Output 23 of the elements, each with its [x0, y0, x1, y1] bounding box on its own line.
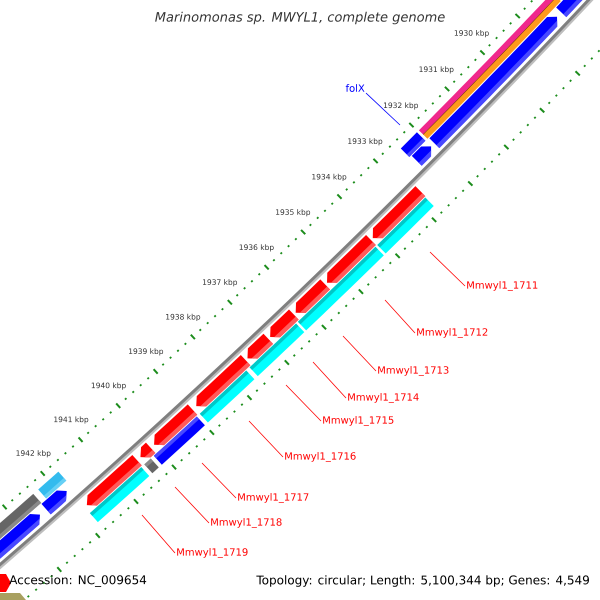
title: Marinomonas sp. MWYL1, complete genome — [155, 12, 445, 24]
gene-label: Mmwyl1_1712 — [417, 328, 488, 338]
leader-line — [202, 462, 236, 498]
gene-label: folX — [346, 84, 364, 92]
leader-line — [174, 486, 210, 524]
leader-line — [312, 362, 346, 398]
leader-line — [142, 514, 176, 554]
leader-line — [384, 300, 416, 334]
gene-label: Mmwyl1_1717 — [238, 493, 308, 503]
info-text: Topology: circular; Length: 5,100,344 bp; Genes: 4,549 — [256, 575, 589, 587]
gene-label: Mmwyl1_1714 — [348, 393, 419, 403]
info-text: Accession: NC_009654 — [9, 575, 146, 587]
leader-line — [430, 252, 466, 286]
gene-label: Mmwyl1_1713 — [378, 366, 448, 376]
gene-label: Mmwyl1_1711 — [467, 281, 538, 291]
gene-label: Mmwyl1_1718 — [211, 518, 282, 528]
leader-line — [248, 420, 284, 458]
gene-label: Mmwyl1_1719 — [177, 548, 248, 558]
leader-line — [366, 92, 400, 126]
leader-line — [286, 384, 322, 422]
gene-label: Mmwyl1_1715 — [323, 416, 394, 426]
leader-line — [342, 336, 376, 372]
gene-label: Mmwyl1_1716 — [285, 452, 356, 462]
